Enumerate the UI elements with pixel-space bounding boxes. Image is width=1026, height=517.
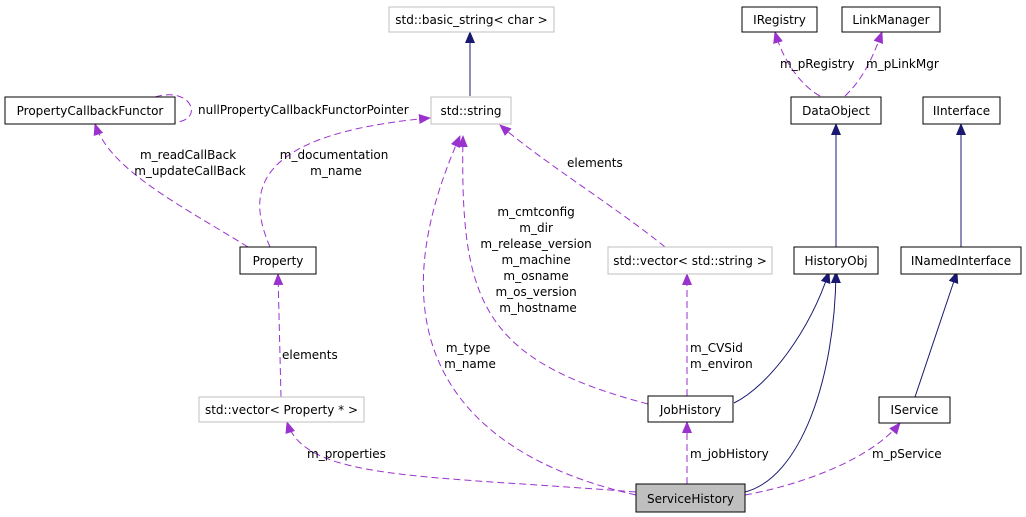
node-inamedinterface[interactable]: INamedInterface (900, 246, 1022, 275)
svg-text:m_readCallBack m_updateC: m_readCallBack m_updateCallBack (134, 148, 246, 178)
label-m-pregistry: m_pRegistry (780, 57, 854, 71)
node-iservice[interactable]: IService (878, 396, 951, 424)
label-m-plinkmgr: m_pLinkMgr (866, 57, 939, 71)
edge-dataobject-plinkmgr (844, 31, 884, 97)
node-std-string[interactable]: std::string (430, 96, 512, 125)
node-std-basic-string[interactable]: std::basic_string< char > (388, 6, 555, 33)
svg-text:IInterface: IInterface (933, 104, 990, 118)
svg-text:m_pRegistry: m_pRegistry (780, 57, 854, 71)
svg-text:m_properties: m_properties (307, 447, 386, 461)
svg-text:std::vector< Property * >: std::vector< Property * > (205, 403, 358, 417)
edge-servicehistory-properties (285, 421, 637, 493)
svg-text:INamedInterface: INamedInterface (911, 254, 1011, 268)
edge-dataobject-pregistry (773, 31, 821, 97)
svg-text:elements: elements (282, 348, 338, 362)
svg-text:m_documentation m_name: m_documentation m_name (280, 148, 392, 178)
svg-text:nullPropertyCallbackFunctorPoi: nullPropertyCallbackFunctorPointer (198, 103, 409, 117)
edge-servicehistory-to-histobj (744, 271, 841, 493)
edge-servicehistory-pservice (744, 422, 901, 496)
svg-text:JobHistory: JobHistory (659, 403, 721, 417)
svg-text:PropertyCallbackFunctor: PropertyCallbackFunctor (17, 104, 164, 118)
svg-text:elements: elements (567, 156, 623, 170)
svg-text:std::string: std::string (440, 104, 501, 118)
svg-text:m_type m_name: m_type m_name (444, 341, 496, 371)
node-historyobj[interactable]: HistoryObj (793, 246, 879, 275)
label-documentation-name: m_documentation m_name (280, 148, 392, 178)
node-iinterface[interactable]: IInterface (922, 96, 1001, 125)
label-m-properties: m_properties (307, 447, 386, 461)
edge-property-callbacks (93, 123, 249, 248)
svg-text:IService: IService (891, 403, 939, 417)
inheritance-edges (465, 31, 966, 493)
node-std-vector-string[interactable]: std::vector< std::string > (607, 246, 773, 275)
node-iregistry[interactable]: IRegistry (741, 6, 818, 33)
node-jobhistory[interactable]: JobHistory (647, 395, 734, 423)
edge-jobhistory-to-histobj (733, 271, 831, 404)
label-cvsid-environ: m_CVSid m_environ (690, 341, 753, 371)
svg-text:m_cmtconfig m_dir: m_cmtconfig m_dir m_release_version m_ma… (480, 205, 595, 315)
edge-servicehistory-typename (422, 135, 637, 496)
node-property[interactable]: Property (239, 246, 317, 275)
edge-vecprop-elements (273, 273, 284, 398)
svg-text:Property: Property (253, 254, 304, 268)
node-dataobject[interactable]: DataObject (790, 96, 882, 125)
edge-property-docname (259, 114, 431, 248)
edge-vecstr-elements (499, 124, 666, 248)
usage-edges (93, 31, 901, 496)
node-propertycallbackfunctor[interactable]: PropertyCallbackFunctor (4, 96, 176, 125)
svg-text:DataObject: DataObject (802, 104, 870, 118)
svg-text:std::basic_string< char >: std::basic_string< char > (395, 13, 548, 27)
label-elements-property: elements (282, 348, 338, 362)
edge-iservice-to-inamed (914, 271, 959, 398)
svg-text:HistoryObj: HistoryObj (804, 254, 867, 268)
svg-text:m_pService: m_pService (872, 447, 942, 461)
svg-text:IRegistry: IRegistry (753, 13, 806, 27)
label-null-pcf-pointer: nullPropertyCallbackFunctorPointer (198, 103, 409, 117)
svg-text:m_pLinkMgr: m_pLinkMgr (866, 57, 939, 71)
svg-text:ServiceHistory: ServiceHistory (647, 492, 734, 506)
label-callbacks: m_readCallBack m_updateCallBack (134, 148, 246, 178)
label-m-jobhistory: m_jobHistory (690, 447, 769, 461)
label-type-name: m_type m_name (444, 341, 496, 371)
svg-text:m_CVSid m_environ: m_CVSid m_environ (690, 341, 753, 371)
node-std-vector-property-ptr[interactable]: std::vector< Property * > (198, 396, 365, 423)
label-m-pservice: m_pService (872, 447, 942, 461)
label-job-fields: m_cmtconfig m_dir m_release_version m_ma… (480, 205, 595, 315)
node-servicehistory[interactable]: ServiceHistory (635, 483, 746, 513)
svg-text:std::vector< std::string >: std::vector< std::string > (613, 254, 767, 268)
svg-text:m_jobHistory: m_jobHistory (690, 447, 769, 461)
node-linkmanager[interactable]: LinkManager (841, 6, 941, 33)
label-elements-string: elements (567, 156, 623, 170)
svg-text:LinkManager: LinkManager (852, 13, 929, 27)
